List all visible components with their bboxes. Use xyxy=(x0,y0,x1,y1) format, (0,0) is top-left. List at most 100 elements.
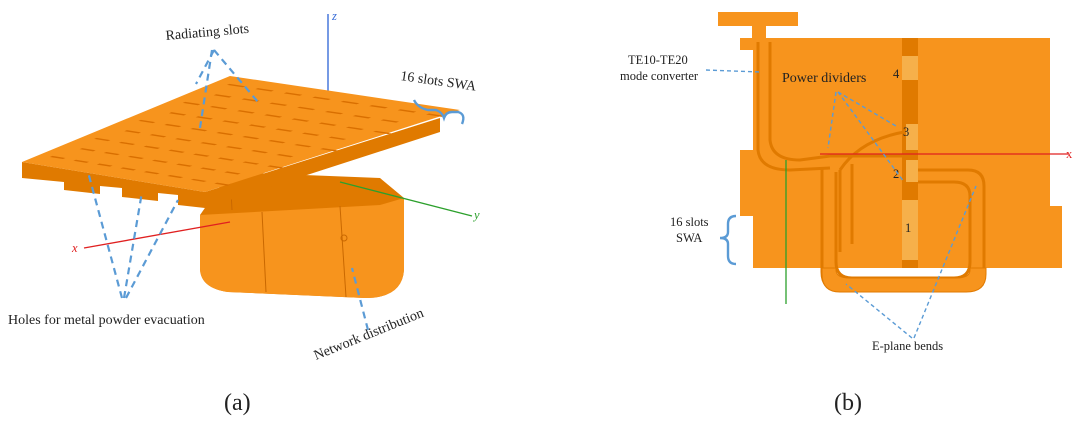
radiating-slot xyxy=(167,174,184,179)
z-axis-label: z xyxy=(331,9,337,23)
radiating-slot xyxy=(213,94,232,98)
radiating-slot xyxy=(103,152,120,156)
panel-b-label: (b) xyxy=(834,390,862,416)
radiating-slot xyxy=(328,136,347,140)
x-axis-label: x xyxy=(71,241,78,255)
radiating-slot xyxy=(242,161,260,165)
radiating-slot xyxy=(73,159,90,163)
radiating-slot xyxy=(397,109,417,113)
sixteen-slots-b-label-1: 16 slots xyxy=(670,215,709,229)
network-port xyxy=(340,234,348,242)
power-dividers-callout-3 xyxy=(837,91,905,183)
divider-number-1: 1 xyxy=(905,221,911,235)
radiating-slot xyxy=(209,106,228,110)
radiating-slot xyxy=(124,130,142,134)
radiating-slot xyxy=(149,134,167,138)
input-flange xyxy=(718,12,798,26)
te-converter-label-1: TE10-TE20 xyxy=(628,53,688,67)
radiating-slot xyxy=(143,171,160,175)
radiating-slot xyxy=(380,119,400,123)
radiating-slot xyxy=(195,116,214,120)
radiating-slot xyxy=(373,130,392,135)
x-axis-b-label: x xyxy=(1066,147,1073,161)
radiating-slot xyxy=(168,149,185,153)
radiating-slot xyxy=(143,145,161,149)
radiating-slot xyxy=(216,131,234,136)
holes-callout-2 xyxy=(122,191,144,299)
power-dividers-label: Power dividers xyxy=(782,71,866,86)
radiating-slot xyxy=(426,113,445,117)
radiating-slots-callout-1 xyxy=(198,49,214,129)
radiating-slot xyxy=(264,114,283,118)
radiating-slot xyxy=(276,154,294,158)
x-axis xyxy=(83,221,231,249)
sixteen-slots-b-brace xyxy=(719,214,737,266)
radiating-slot xyxy=(320,148,338,152)
radiating-slot xyxy=(294,144,312,148)
radiating-slot xyxy=(241,98,260,102)
holes-callout-1 xyxy=(86,171,124,299)
radiating-slot xyxy=(174,138,192,142)
radiating-slot xyxy=(190,178,207,182)
panel-a-label: (a) xyxy=(224,390,251,416)
bottom-loop xyxy=(821,267,987,293)
divider-number-2: 2 xyxy=(893,167,899,181)
radiating-slot xyxy=(352,115,372,119)
radiating-plate xyxy=(22,76,460,208)
radiating-slot xyxy=(275,128,293,132)
radiating-slots-grid xyxy=(49,83,445,186)
radiating-slot xyxy=(242,136,260,140)
holes-callout-3 xyxy=(125,199,179,299)
radiating-slot xyxy=(182,101,201,106)
radiating-slot xyxy=(120,167,137,171)
radiating-slot xyxy=(255,88,274,92)
radiating-slot xyxy=(340,100,360,105)
radiating-slot xyxy=(168,112,187,116)
te-converter-callout xyxy=(705,69,761,73)
radiating-slot xyxy=(118,141,136,146)
radiating-slot xyxy=(237,110,255,114)
power-dividers-callout-1 xyxy=(827,91,837,149)
network-label: Network distribution xyxy=(312,306,426,364)
network-distribution-box xyxy=(200,171,404,298)
network-callout xyxy=(350,267,370,331)
radiating-slot xyxy=(164,123,182,128)
radiating-slot xyxy=(283,92,303,96)
panel-b: x 4 3 2 1 TE10-TE20 mode converter Power… xyxy=(620,12,1073,416)
radiating-slots-label: Radiating slots xyxy=(165,22,250,44)
divider-number-3: 3 xyxy=(903,125,909,139)
radiating-slot xyxy=(192,153,210,157)
sixteen-slots-label: 16 slots SWA xyxy=(399,69,477,95)
radiating-slot xyxy=(138,119,156,124)
radiating-slot xyxy=(269,102,288,106)
panel-a: z y x 16 slots SWA Radiating xyxy=(8,9,480,416)
sixteen-slots-b-label-2: SWA xyxy=(676,231,702,245)
holes-label: Holes for metal powder evacuation xyxy=(8,313,205,328)
radiating-slot xyxy=(214,182,231,186)
radiating-slot xyxy=(226,83,246,88)
radiating-slot xyxy=(225,146,243,150)
radiating-slot xyxy=(200,167,217,171)
radiating-slot xyxy=(79,148,96,152)
divider-number-4: 4 xyxy=(893,67,900,81)
y-axis-label: y xyxy=(472,208,480,222)
radiating-slot xyxy=(200,142,218,146)
radiating-slot xyxy=(248,124,267,128)
power-dividers-callout-2 xyxy=(837,91,897,127)
radiating-slot xyxy=(345,126,365,130)
radiating-slot xyxy=(301,132,320,136)
radiating-slot xyxy=(324,110,344,115)
radiating-slot xyxy=(267,165,284,169)
te-converter-label-2: mode converter xyxy=(620,69,699,83)
eplane-bends-label: E-plane bends xyxy=(872,339,943,353)
radiating-slot xyxy=(49,155,66,160)
eplane-bends-callout-2 xyxy=(913,185,977,339)
radiating-slots-callout-3 xyxy=(195,49,215,85)
radiating-slot xyxy=(176,163,193,167)
radiating-slot xyxy=(127,155,144,160)
radiating-slot xyxy=(369,105,388,109)
radiating-slot xyxy=(151,159,169,163)
radiating-slot xyxy=(217,157,235,161)
sixteen-slots-brace xyxy=(412,99,465,125)
